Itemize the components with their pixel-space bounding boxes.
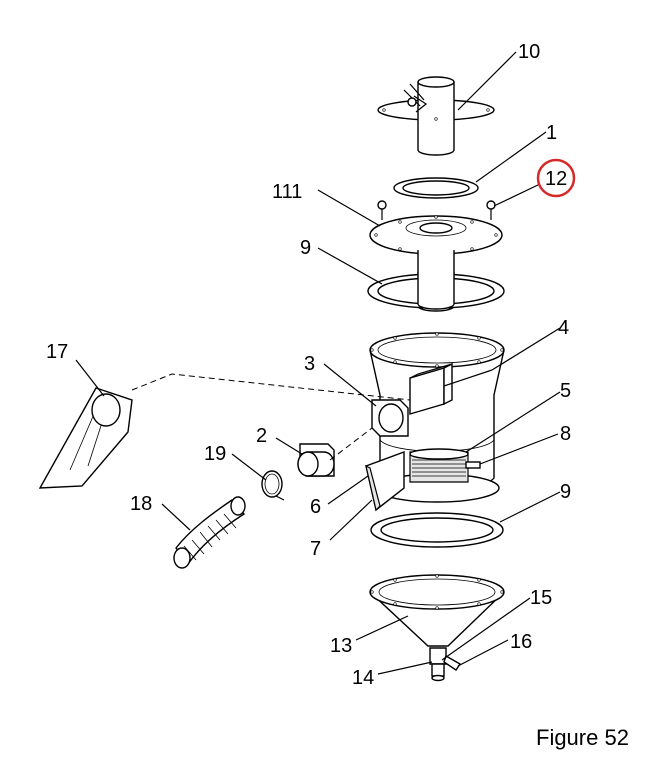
part-13-discharge-cone: [369, 574, 505, 647]
callout-15: 15: [530, 587, 552, 609]
callout-5: 5: [560, 380, 571, 402]
callout-labels: 10 1 12 111 9 4 17 3 5 2 8 19 9 6 18 7 1…: [46, 41, 571, 689]
part-17-inlet-hood: [38, 387, 133, 489]
part-1-small-gasket: [393, 177, 479, 199]
callout-9-bottom: 9: [560, 481, 571, 503]
assembly-centerlines: [131, 373, 411, 461]
part-12-eye-bolts: [377, 200, 496, 220]
callout-12: 12: [545, 168, 567, 190]
callout-10: 10: [518, 41, 540, 63]
callout-16: 16: [510, 631, 532, 653]
callout-9-top: 9: [300, 237, 311, 259]
part-14-16-valve: [429, 647, 461, 682]
part-10-outlet-pipe: [377, 76, 495, 156]
leader-lines: [75, 51, 561, 675]
callout-18: 18: [130, 493, 152, 515]
callout-7: 7: [310, 538, 321, 560]
part-9-top-gasket: [367, 272, 505, 310]
part-18-flex-hose: [173, 496, 246, 569]
callout-111: 111: [272, 181, 302, 203]
callout-4: 4: [558, 317, 569, 339]
part-9-bottom-gasket: [370, 512, 504, 548]
callout-17: 17: [46, 341, 68, 363]
callout-6: 6: [310, 496, 321, 518]
callout-14: 14: [352, 667, 374, 689]
callout-13: 13: [330, 635, 352, 657]
figure-label: Figure 52: [536, 725, 629, 750]
callout-3: 3: [304, 353, 315, 375]
callout-12-highlight-ring: [536, 158, 576, 198]
part-111-lid-plate: [369, 215, 503, 255]
part-2-inlet-collar: [297, 443, 335, 477]
callout-19: 19: [204, 443, 226, 465]
callout-1: 1: [546, 122, 557, 144]
part-3-inlet-plate: [371, 399, 409, 437]
callout-2: 2: [256, 425, 267, 447]
part-6-7-access-door: [365, 450, 405, 512]
part-19-hose-clamp: [261, 470, 285, 501]
callout-8: 8: [560, 423, 571, 445]
